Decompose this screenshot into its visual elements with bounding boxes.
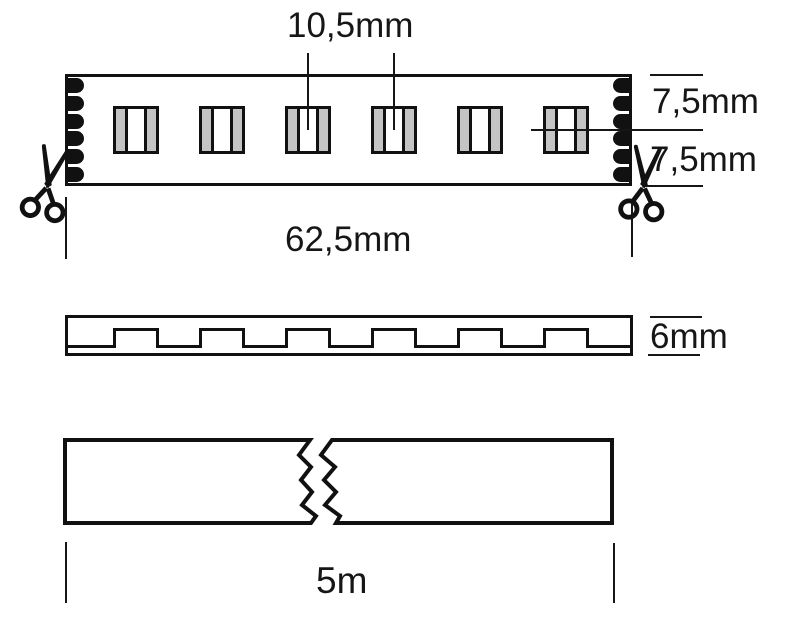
- strip-outline-side-view: [65, 315, 633, 356]
- solder-pad: [613, 131, 629, 147]
- solder-pad: [613, 149, 629, 165]
- dim-line-side-top: [650, 316, 702, 318]
- extension-line-right: [631, 199, 633, 257]
- led-chip: [199, 106, 245, 154]
- dim-line-side-bottom: [648, 354, 700, 356]
- length-label: 5m: [316, 560, 368, 601]
- solder-pads-left: [68, 78, 84, 182]
- led-contact-left: [374, 109, 383, 151]
- led-contact-left: [288, 109, 297, 151]
- solder-pad: [68, 113, 84, 129]
- scissors-icon: [618, 144, 665, 223]
- roll-left-segment: [63, 438, 319, 525]
- solder-pad: [68, 95, 84, 111]
- pitch-pointer-line: [393, 53, 395, 130]
- led-chip: [457, 106, 503, 154]
- extension-line-left: [65, 542, 67, 603]
- pitch-label: 10,5mm: [287, 6, 414, 45]
- led-body: [125, 109, 147, 151]
- dim-line-bottom-edge: [645, 185, 703, 187]
- led-contact-left: [202, 109, 211, 151]
- led-contact-left: [116, 109, 125, 151]
- led-body: [211, 109, 233, 151]
- solder-pad: [613, 166, 629, 182]
- led-contact-right: [405, 109, 414, 151]
- led-body: [383, 109, 405, 151]
- cut-length-label: 62,5mm: [285, 220, 412, 259]
- led-bump: [113, 328, 159, 348]
- extension-line-left: [65, 197, 67, 259]
- led-bump: [285, 328, 331, 348]
- solder-pads-right: [613, 78, 629, 182]
- solder-pad: [613, 78, 629, 93]
- solder-pad: [68, 149, 84, 165]
- solder-pad: [68, 166, 84, 182]
- roll-right-segment-with-break-zigzag: [318, 438, 614, 525]
- solder-pad: [613, 113, 629, 129]
- solder-pad: [68, 78, 84, 93]
- width-upper-label: 7,5mm: [652, 82, 759, 121]
- led-contact-left: [460, 109, 469, 151]
- height-label: 6mm: [650, 317, 728, 356]
- width-lower-label: 7,5mm: [650, 140, 757, 179]
- led-chip: [371, 106, 417, 154]
- led-contact-right: [491, 109, 500, 151]
- extension-line-right: [613, 543, 615, 603]
- dim-line-top-edge: [650, 74, 703, 76]
- led-bump: [199, 328, 245, 348]
- scissors-icon: [19, 144, 70, 224]
- led-body: [297, 109, 319, 151]
- solder-pad: [68, 131, 84, 147]
- led-bump: [543, 328, 589, 348]
- led-body: [469, 109, 491, 151]
- led-bump: [371, 328, 417, 348]
- led-contact-right: [233, 109, 242, 151]
- dim-line-center: [531, 129, 703, 131]
- pcb-base-line: [68, 345, 630, 348]
- led-chip: [285, 106, 331, 154]
- led-chip: [113, 106, 159, 154]
- led-bump: [457, 328, 503, 348]
- led-contact-right: [319, 109, 328, 151]
- roll-outline: [63, 438, 614, 525]
- pitch-pointer-line: [307, 53, 309, 130]
- solder-pad: [613, 95, 629, 111]
- led-contact-right: [147, 109, 156, 151]
